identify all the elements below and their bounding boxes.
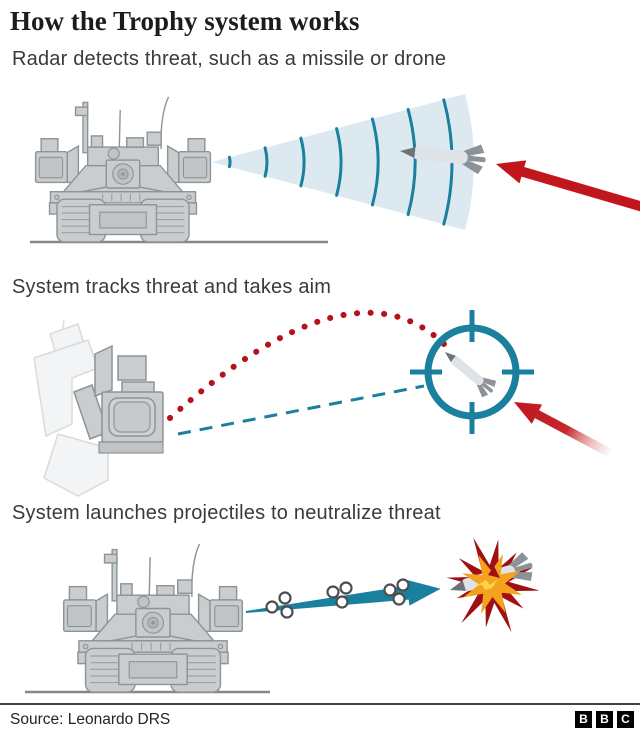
bbc-logo-letter: B xyxy=(596,711,613,728)
projectiles xyxy=(265,578,410,619)
explosion-icon xyxy=(445,537,540,633)
aim-line-dashed xyxy=(177,384,425,436)
page-title: How the Trophy system works xyxy=(10,6,360,36)
bbc-logo: B B C xyxy=(575,711,634,728)
panel-1-heading: Radar detects threat, such as a missile … xyxy=(12,48,447,70)
bbc-logo-letter: B xyxy=(575,711,592,728)
source-note: Source: Leonardo DRS xyxy=(10,711,171,728)
launcher-icon xyxy=(73,344,164,454)
tracked-missile-icon xyxy=(438,343,500,401)
incoming-threat-arrow-icon xyxy=(514,402,612,457)
radar-detection-diagram xyxy=(30,94,640,244)
bbc-logo-letter: C xyxy=(617,711,634,728)
tank-icon xyxy=(62,543,244,693)
footer-divider xyxy=(0,703,640,705)
crosshair-icon xyxy=(410,310,534,434)
tank-icon xyxy=(34,96,212,243)
tracking-diagram xyxy=(33,309,612,497)
panel-3-heading: System launches projectiles to neutraliz… xyxy=(12,502,441,524)
radar-waves xyxy=(227,98,454,226)
radar-cone xyxy=(212,94,474,230)
panel-2-heading: System tracks threat and takes aim xyxy=(12,276,332,298)
launch-diagram xyxy=(25,537,540,694)
tracking-dots xyxy=(167,309,448,421)
incoming-threat-arrow-icon xyxy=(496,160,640,216)
tank-silhouette-faint xyxy=(33,319,109,497)
